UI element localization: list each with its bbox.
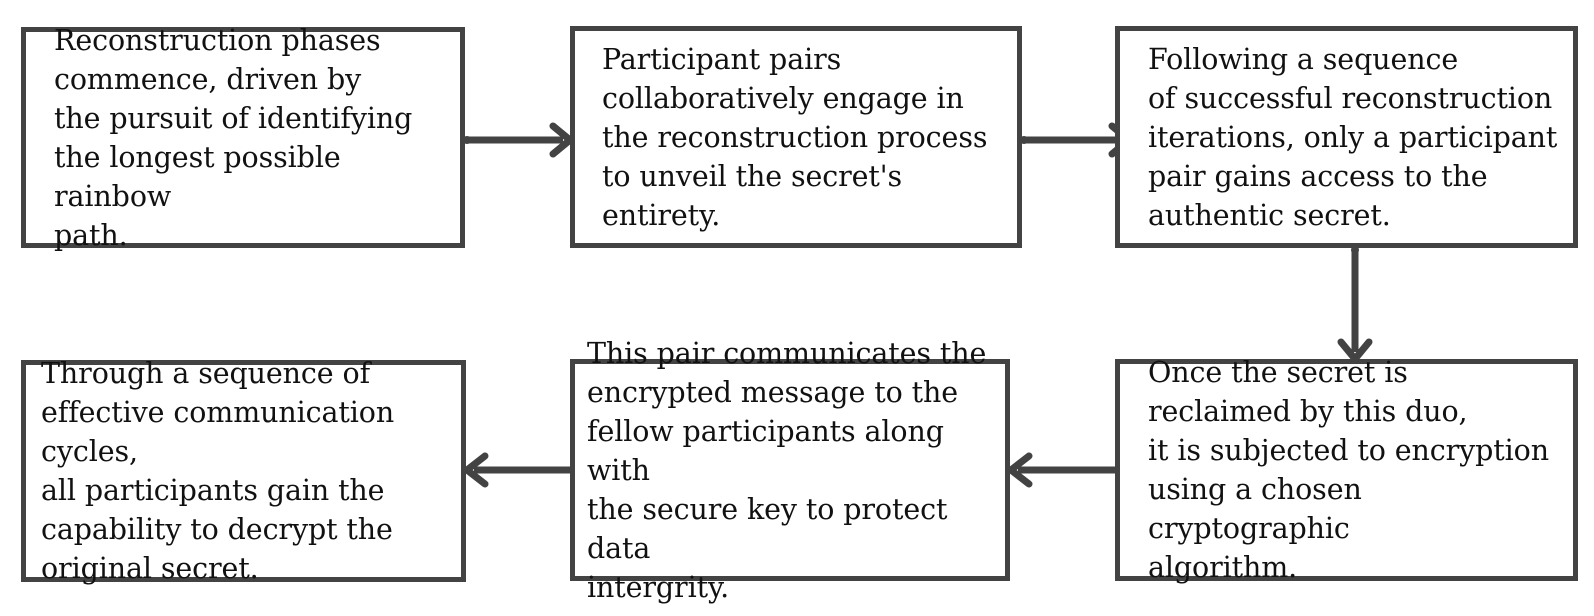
edge-node5-to-node6: [458, 450, 577, 490]
flow-node-text: Once the secret is reclaimed by this duo…: [1148, 356, 1549, 584]
flow-node-reconstruction-phases[interactable]: Reconstruction phases commence, driven b…: [21, 24, 465, 252]
edge-node3-to-node4: [1335, 246, 1375, 364]
flow-node-once-the-secret-is-reclaimed[interactable]: Once the secret is reclaimed by this duo…: [1115, 356, 1578, 584]
flow-node-participant-pairs[interactable]: Participant pairs collaboratively engage…: [570, 26, 1022, 248]
flow-node-text: This pair communicates the encrypted mes…: [587, 336, 987, 604]
flow-node-text: Following a sequence of successful recon…: [1148, 42, 1558, 232]
flow-node-following-a-sequence[interactable]: Following a sequence of successful recon…: [1115, 26, 1578, 248]
flow-node-all-participants-decrypt[interactable]: Through a sequence of effective communic…: [21, 357, 466, 585]
flow-node-text: Participant pairs collaboratively engage…: [602, 42, 988, 232]
flow-node-pair-communicates-encrypted-message[interactable]: This pair communicates the encrypted mes…: [570, 337, 1010, 604]
flow-node-text: Through a sequence of effective communic…: [41, 357, 395, 585]
edge-node1-to-node2: [463, 120, 577, 160]
flow-node-text: Reconstruction phases commence, driven b…: [54, 23, 413, 252]
edge-node4-to-node5: [1005, 450, 1121, 490]
